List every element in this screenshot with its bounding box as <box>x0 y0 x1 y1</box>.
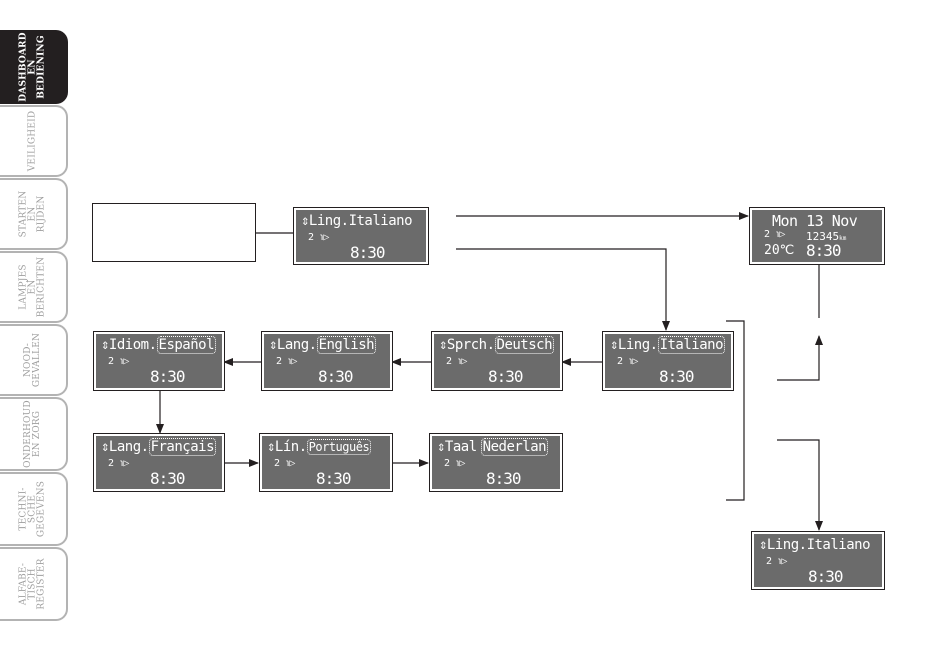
display-line2: 2 ℩▷ <box>108 356 130 367</box>
display-line2: 2 ℩▷ <box>444 458 466 469</box>
tab-label: NOOD- GEVALLEN <box>23 332 42 388</box>
tab-technische-gegevens[interactable]: TECHNI- SCHE GEGEVENS <box>0 472 68 546</box>
display-line2: 2 ℩▷ <box>308 232 330 243</box>
display-odometer: 12345km <box>806 230 847 243</box>
tab-label: TECHNI- SCHE GEGEVENS <box>18 480 47 538</box>
tab-label: ONDERHOUD EN ZORG <box>23 400 42 468</box>
tab-starten-en-rijden[interactable]: STARTEN EN RIJDEN <box>0 178 68 250</box>
display-language-deutsch: ⇕Sprch.Deutsch 2 ℩▷ 8:30 <box>431 331 563 391</box>
empty-box <box>92 203 256 262</box>
display-time: 8:30 <box>350 243 386 262</box>
display-line2: 2 ℩▷ <box>764 229 786 240</box>
display-line1: ⇕Lang.Français <box>101 438 217 456</box>
language-highlight: Español <box>156 336 217 354</box>
tab-label: DASHBOARD EN BEDIENING <box>18 32 47 102</box>
display-time: 8:30 <box>486 469 522 488</box>
language-highlight: Français <box>148 438 217 456</box>
display-time: 8:30 <box>150 469 186 488</box>
tab-label: LAMPJES EN BERICHTEN <box>18 256 47 318</box>
display-line1: ⇕Sprch.Deutsch <box>439 336 555 354</box>
display-time: 8:30 <box>488 367 524 386</box>
display-line2: 2 ℩▷ <box>766 556 788 567</box>
language-highlight: Nederlan <box>480 438 549 456</box>
display-temperature: 20℃ <box>764 243 795 258</box>
language-highlight: Português <box>306 439 372 455</box>
tab-noodgevallen[interactable]: NOOD- GEVALLEN <box>0 324 68 396</box>
display-line2: 2 ℩▷ <box>446 356 468 367</box>
tab-onderhoud-en-zorg[interactable]: ONDERHOUD EN ZORG <box>0 397 68 471</box>
tab-alfabetisch-register[interactable]: ALFABE- TISCH REGISTER <box>0 547 68 621</box>
display-line1: ⇕Idiom.Español <box>101 336 217 354</box>
display-language-english: ⇕Lang.English 2 ℩▷ 8:30 <box>261 331 393 391</box>
display-standby: Mon 13 Nov 2 ℩▷ 12345km 20℃ 8:30 <box>749 207 885 265</box>
display-language-italiano: ⇕Ling.Italiano 2 ℩▷ 8:30 <box>602 331 734 391</box>
language-highlight: English <box>316 336 377 354</box>
tab-label: STARTEN EN RIJDEN <box>18 190 47 238</box>
language-highlight: Deutsch <box>494 336 555 354</box>
display-language-espanol: ⇕Idiom.Español 2 ℩▷ 8:30 <box>93 331 225 391</box>
display-time: 8:30 <box>150 367 186 386</box>
display-line1: ⇕Ling.Italiano <box>759 537 871 553</box>
display-line1: ⇕Ling.Italiano <box>301 213 413 229</box>
display-time: 8:30 <box>318 367 354 386</box>
display-line2: 2 ℩▷ <box>108 458 130 469</box>
tab-veiligheid[interactable]: VEILIGHEID <box>0 105 68 177</box>
display-line2: 2 ℩▷ <box>274 458 296 469</box>
sidebar: DASHBOARD EN BEDIENING VEILIGHEID STARTE… <box>0 0 70 671</box>
display-language-italiano-top: ⇕Ling.Italiano 2 ℩▷ 8:30 <box>293 207 429 265</box>
tab-dashboard-en-bediening[interactable]: DASHBOARD EN BEDIENING <box>0 30 68 104</box>
tab-label: VEILIGHEID <box>27 110 38 172</box>
display-line2: 2 ℩▷ <box>617 356 639 367</box>
display-time: 8:30 <box>806 241 842 260</box>
display-line1: ⇕Ling.Italiano <box>610 336 726 354</box>
tab-label: ALFABE- TISCH REGISTER <box>18 558 47 610</box>
display-language-italiano-result: ⇕Ling.Italiano 2 ℩▷ 8:30 <box>751 531 885 590</box>
display-language-francais: ⇕Lang.Français 2 ℩▷ 8:30 <box>93 433 225 492</box>
tab-lampjes-en-berichten[interactable]: LAMPJES EN BERICHTEN <box>0 251 68 323</box>
display-line2: 2 ℩▷ <box>276 356 298 367</box>
language-highlight: Italiano <box>657 336 726 354</box>
display-line1: ⇕Lín.Português <box>267 439 372 455</box>
display-language-portugues: ⇕Lín.Português 2 ℩▷ 8:30 <box>259 433 393 492</box>
display-time: 8:30 <box>808 567 844 586</box>
display-time: 8:30 <box>316 469 352 488</box>
display-line1: ⇕Lang.English <box>269 336 377 354</box>
display-time: 8:30 <box>659 367 695 386</box>
display-date: Mon 13 Nov <box>772 212 858 230</box>
